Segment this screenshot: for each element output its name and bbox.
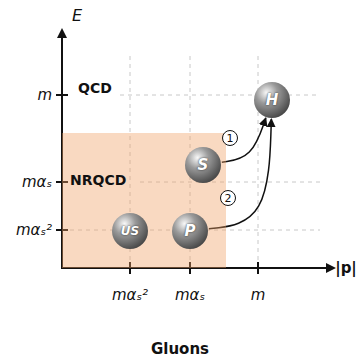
callout-number: 2 (220, 190, 236, 206)
sphere-circle (185, 147, 221, 183)
state-sphere: US (112, 213, 148, 249)
tick-label: mαₛ² (16, 222, 52, 239)
state-label: P (172, 213, 208, 249)
tick-label: m (37, 87, 52, 104)
axis-ticks (56, 95, 258, 274)
grid-line (120, 95, 320, 96)
state-sphere: H (254, 82, 290, 118)
tick (257, 262, 259, 274)
sphere-circle (254, 82, 290, 118)
caption: Gluons (151, 341, 209, 358)
state-sphere: P (172, 213, 208, 249)
tick-label: m (251, 287, 266, 304)
transition-arrow (222, 118, 266, 162)
tick-label: mαₛ (175, 287, 205, 304)
theory-label: QCD (78, 81, 112, 96)
sphere-circle (172, 213, 208, 249)
tick-label: mαₛ² (112, 287, 148, 304)
tick (56, 94, 68, 96)
sphere-circle (112, 213, 148, 249)
axis-title: E (72, 7, 82, 25)
grid-lines (62, 55, 320, 268)
axis-title: |p| (335, 260, 357, 277)
state-sphere: S (185, 147, 221, 183)
region-label: NRQCD (70, 172, 126, 188)
state-label: S (185, 147, 221, 183)
grid-line (258, 55, 259, 268)
callout-number: 1 (222, 130, 238, 146)
state-label: US (112, 213, 148, 249)
state-label: H (254, 82, 290, 118)
effective-theory-region: NRQCD S US P (62, 133, 226, 268)
tick-label: mαₛ (22, 174, 52, 191)
